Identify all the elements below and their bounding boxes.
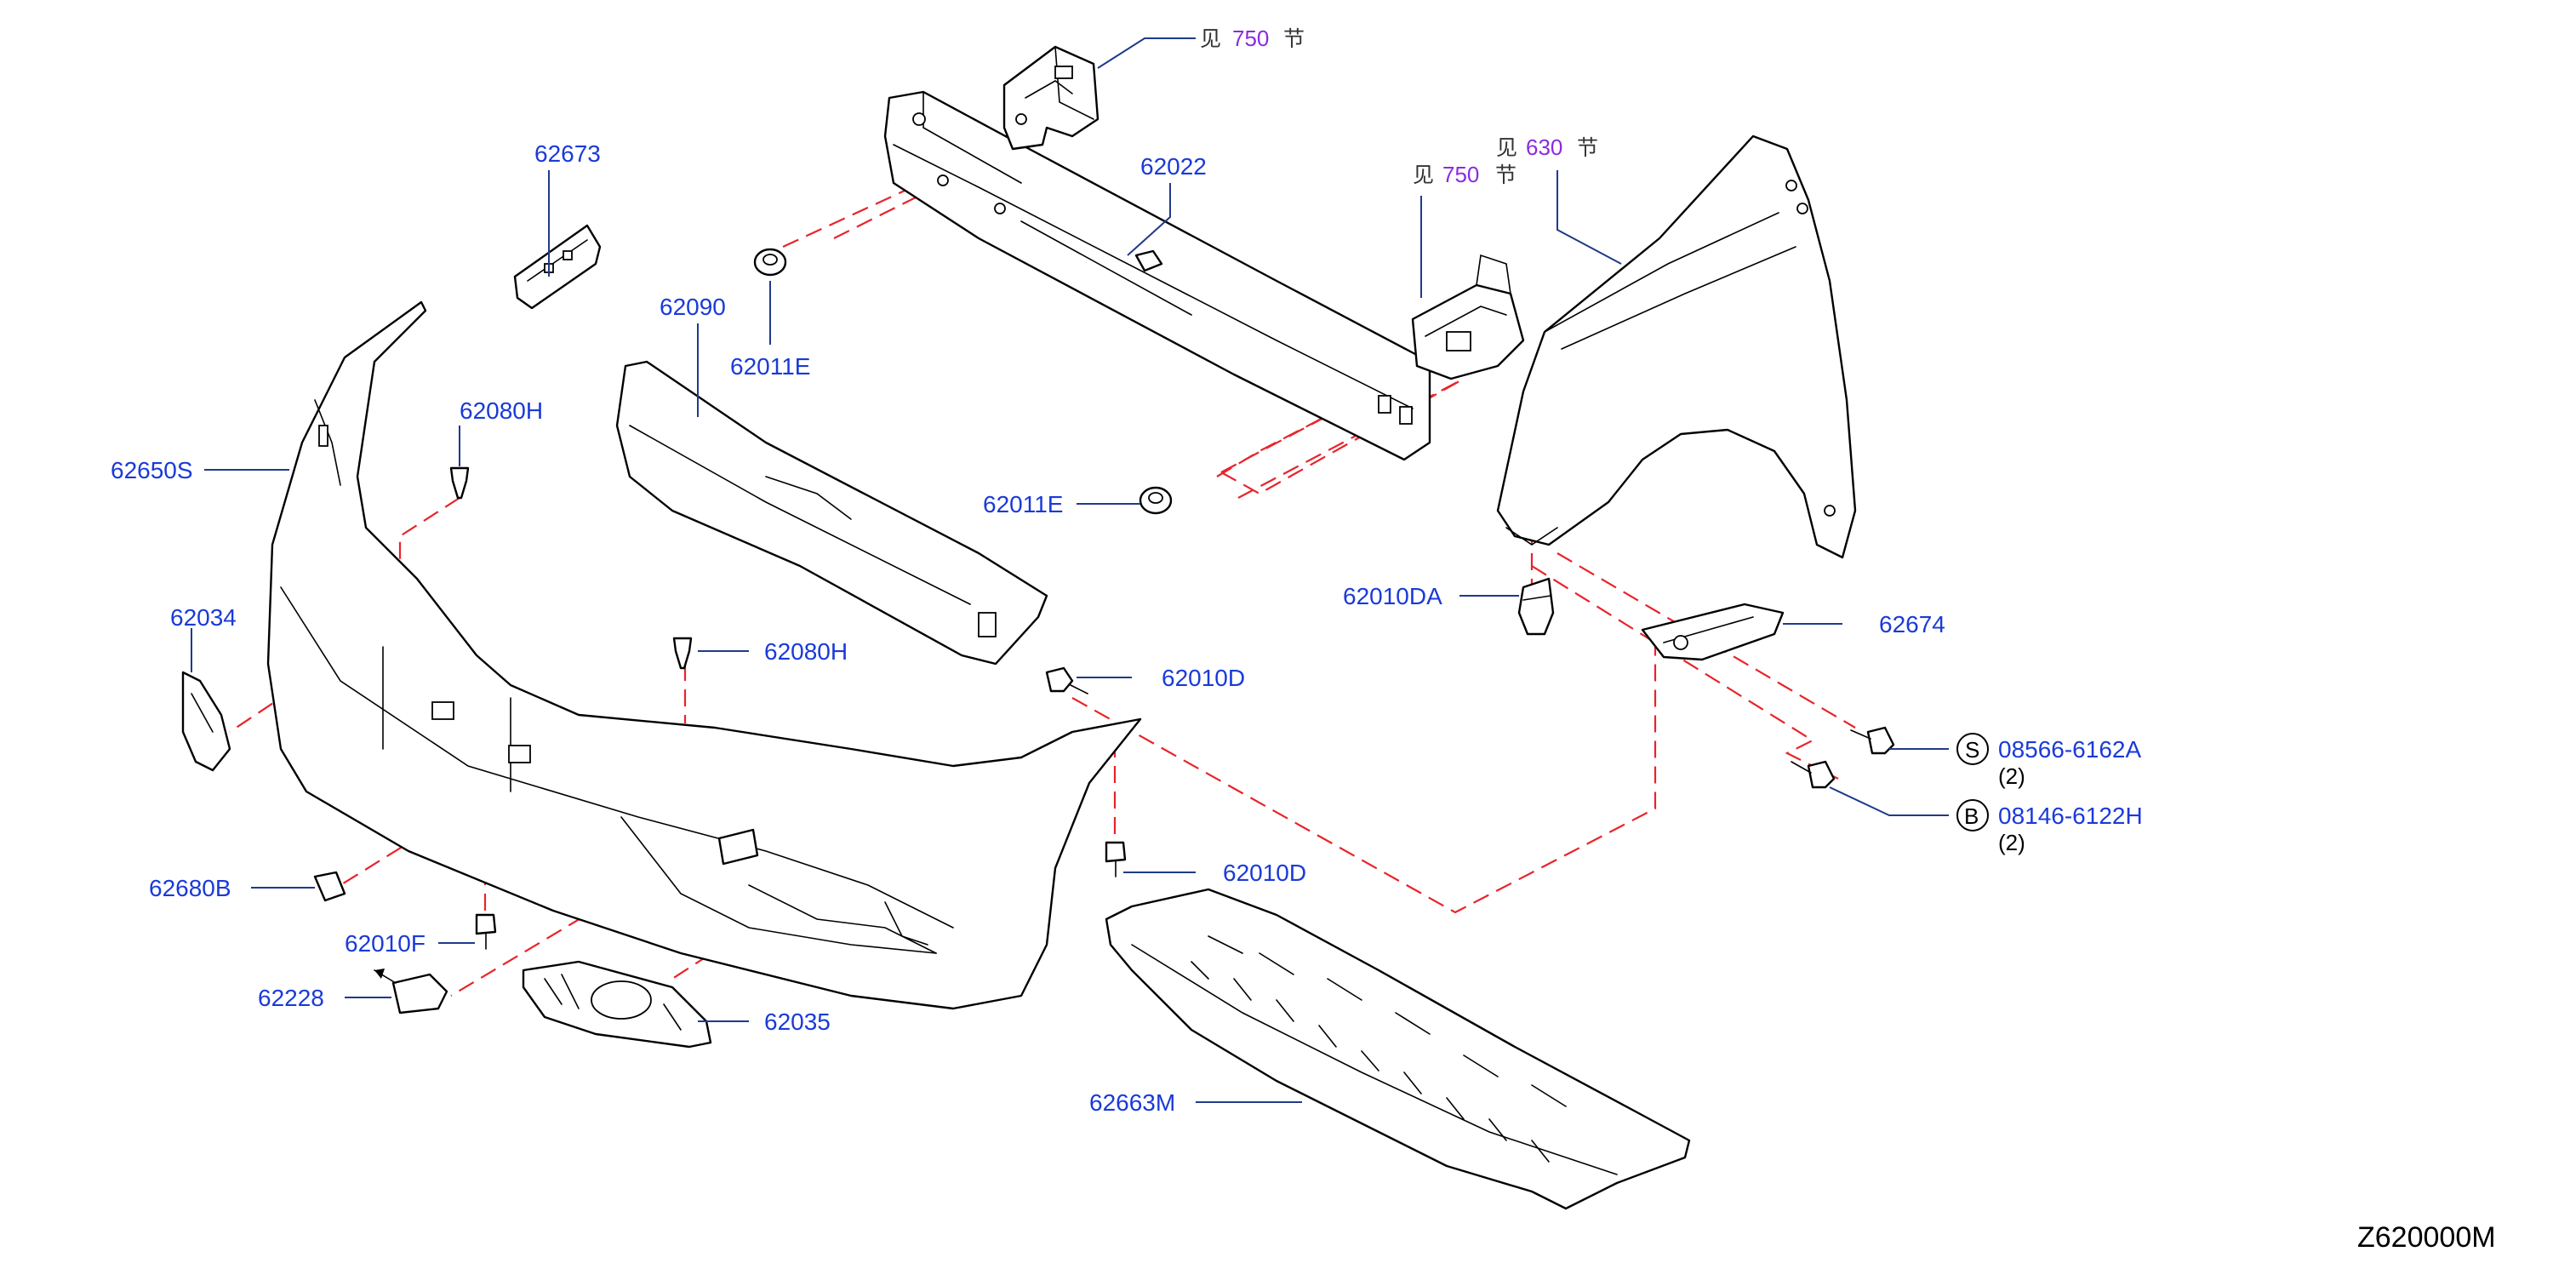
bolt-quantity: (2)	[1998, 830, 2025, 855]
bolt-symbol-circle	[1956, 799, 1989, 832]
part-label-62010da[interactable]: 62010DA	[1343, 583, 1442, 609]
bolt-callout-s[interactable]: S 08566-6162A (2)	[1956, 733, 2141, 789]
clip-62010da	[1517, 577, 1555, 636]
section-ref-630[interactable]: 见 630 节	[1496, 134, 1598, 160]
part-label-62080h-left[interactable]: 62080H	[460, 397, 543, 424]
bolt-callout-b[interactable]: B 08146-6122H (2)	[1956, 799, 2143, 855]
reinforcement-beam	[883, 90, 1431, 461]
bolt-b	[1791, 760, 1836, 789]
ref-prefix: 见	[1200, 26, 1221, 51]
bracket-62674	[1641, 603, 1785, 661]
tow-hook-cover	[374, 969, 448, 1014]
front-bumper-fascia	[266, 300, 1142, 1010]
part-label-62674[interactable]: 62674	[1879, 611, 1945, 637]
part-label-62080h-mid[interactable]: 62080H	[764, 638, 848, 665]
part-label-62034[interactable]: 62034	[170, 604, 237, 631]
bolt-quantity: (2)	[1998, 763, 2025, 789]
part-label-62228[interactable]: 62228	[258, 985, 324, 1011]
screw-62010f	[475, 913, 497, 950]
screw-62010d-bottom	[1105, 841, 1127, 877]
part-label-62090[interactable]: 62090	[660, 294, 726, 320]
front-fender	[1496, 134, 1857, 559]
part-label-62680b[interactable]: 62680B	[149, 875, 231, 901]
section-ref-750-mid[interactable]: 见 750 节	[1413, 162, 1516, 187]
diagram-id: Z620000M	[2357, 1221, 2496, 1254]
part-label-62011e-mid[interactable]: 62011E	[983, 491, 1063, 517]
engine-under-cover	[1105, 888, 1691, 1210]
part-label-62011e-top[interactable]: 62011E	[730, 353, 810, 380]
part-label-62663m[interactable]: 62663M	[1089, 1089, 1175, 1116]
clip-62080h-mid	[672, 637, 693, 670]
ref-section-number[interactable]: 630	[1526, 134, 1562, 160]
bolt-symbol: S	[1965, 737, 1979, 763]
bolt-part-number[interactable]: 08566-6162A	[1998, 736, 2141, 763]
ref-section-number[interactable]: 750	[1232, 26, 1269, 51]
clip-62080h-left	[449, 466, 470, 500]
bolt-symbol: B	[1964, 803, 1979, 829]
bolt-s	[1850, 726, 1895, 755]
screw-62010d-top	[1045, 666, 1088, 694]
side-bumper-stay	[1411, 254, 1525, 380]
upper-bumper-stay	[1002, 45, 1100, 151]
side-marker-lamp	[181, 671, 231, 772]
leader-lines	[191, 37, 1949, 1103]
part-label-62010f[interactable]: 62010F	[345, 930, 426, 957]
ref-section-number[interactable]: 750	[1442, 162, 1479, 187]
ref-prefix: 见	[1496, 135, 1517, 160]
energy-absorber	[615, 360, 1048, 666]
section-ref-750-top[interactable]: 见 750 节	[1200, 26, 1305, 51]
ref-suffix: 节	[1577, 135, 1598, 160]
ref-suffix: 节	[1495, 163, 1516, 187]
ref-suffix: 节	[1283, 26, 1305, 51]
bolt-part-number[interactable]: 08146-6122H	[1998, 803, 2143, 829]
fog-lamp-bezel	[522, 960, 712, 1049]
ref-prefix: 见	[1413, 163, 1434, 187]
bolt-symbol-circle	[1956, 733, 1989, 765]
clip-62680b	[313, 871, 346, 902]
grommet-mid	[1139, 486, 1173, 515]
part-label-62022[interactable]: 62022	[1140, 153, 1207, 180]
part-label-62650s[interactable]: 62650S	[111, 457, 193, 483]
bracket-62673	[513, 224, 602, 310]
part-label-62035[interactable]: 62035	[764, 1009, 831, 1035]
part-label-62010d-top[interactable]: 62010D	[1162, 665, 1245, 691]
part-label-62673[interactable]: 62673	[534, 140, 601, 167]
part-label-62010d-bottom[interactable]: 62010D	[1223, 860, 1306, 886]
grommet-top	[753, 248, 787, 277]
